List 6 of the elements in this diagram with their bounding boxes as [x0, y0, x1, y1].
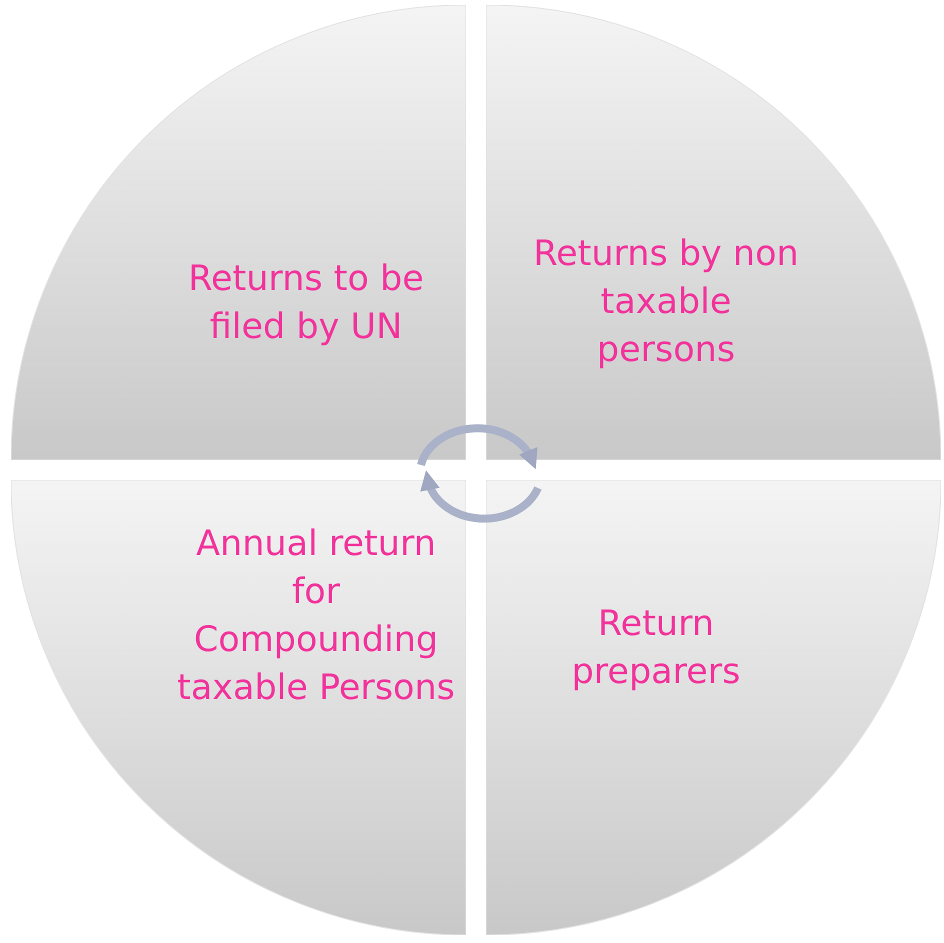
curved-arrow [421, 470, 542, 523]
curved-arrow [417, 424, 537, 469]
segment-label: Returns to be filed by UN [187, 258, 425, 349]
segment-label: Return preparers [570, 603, 742, 694]
segment-label: Annual return for Compounding taxable Persons [176, 523, 456, 710]
segment-label: Returns by non taxable persons [532, 233, 800, 372]
